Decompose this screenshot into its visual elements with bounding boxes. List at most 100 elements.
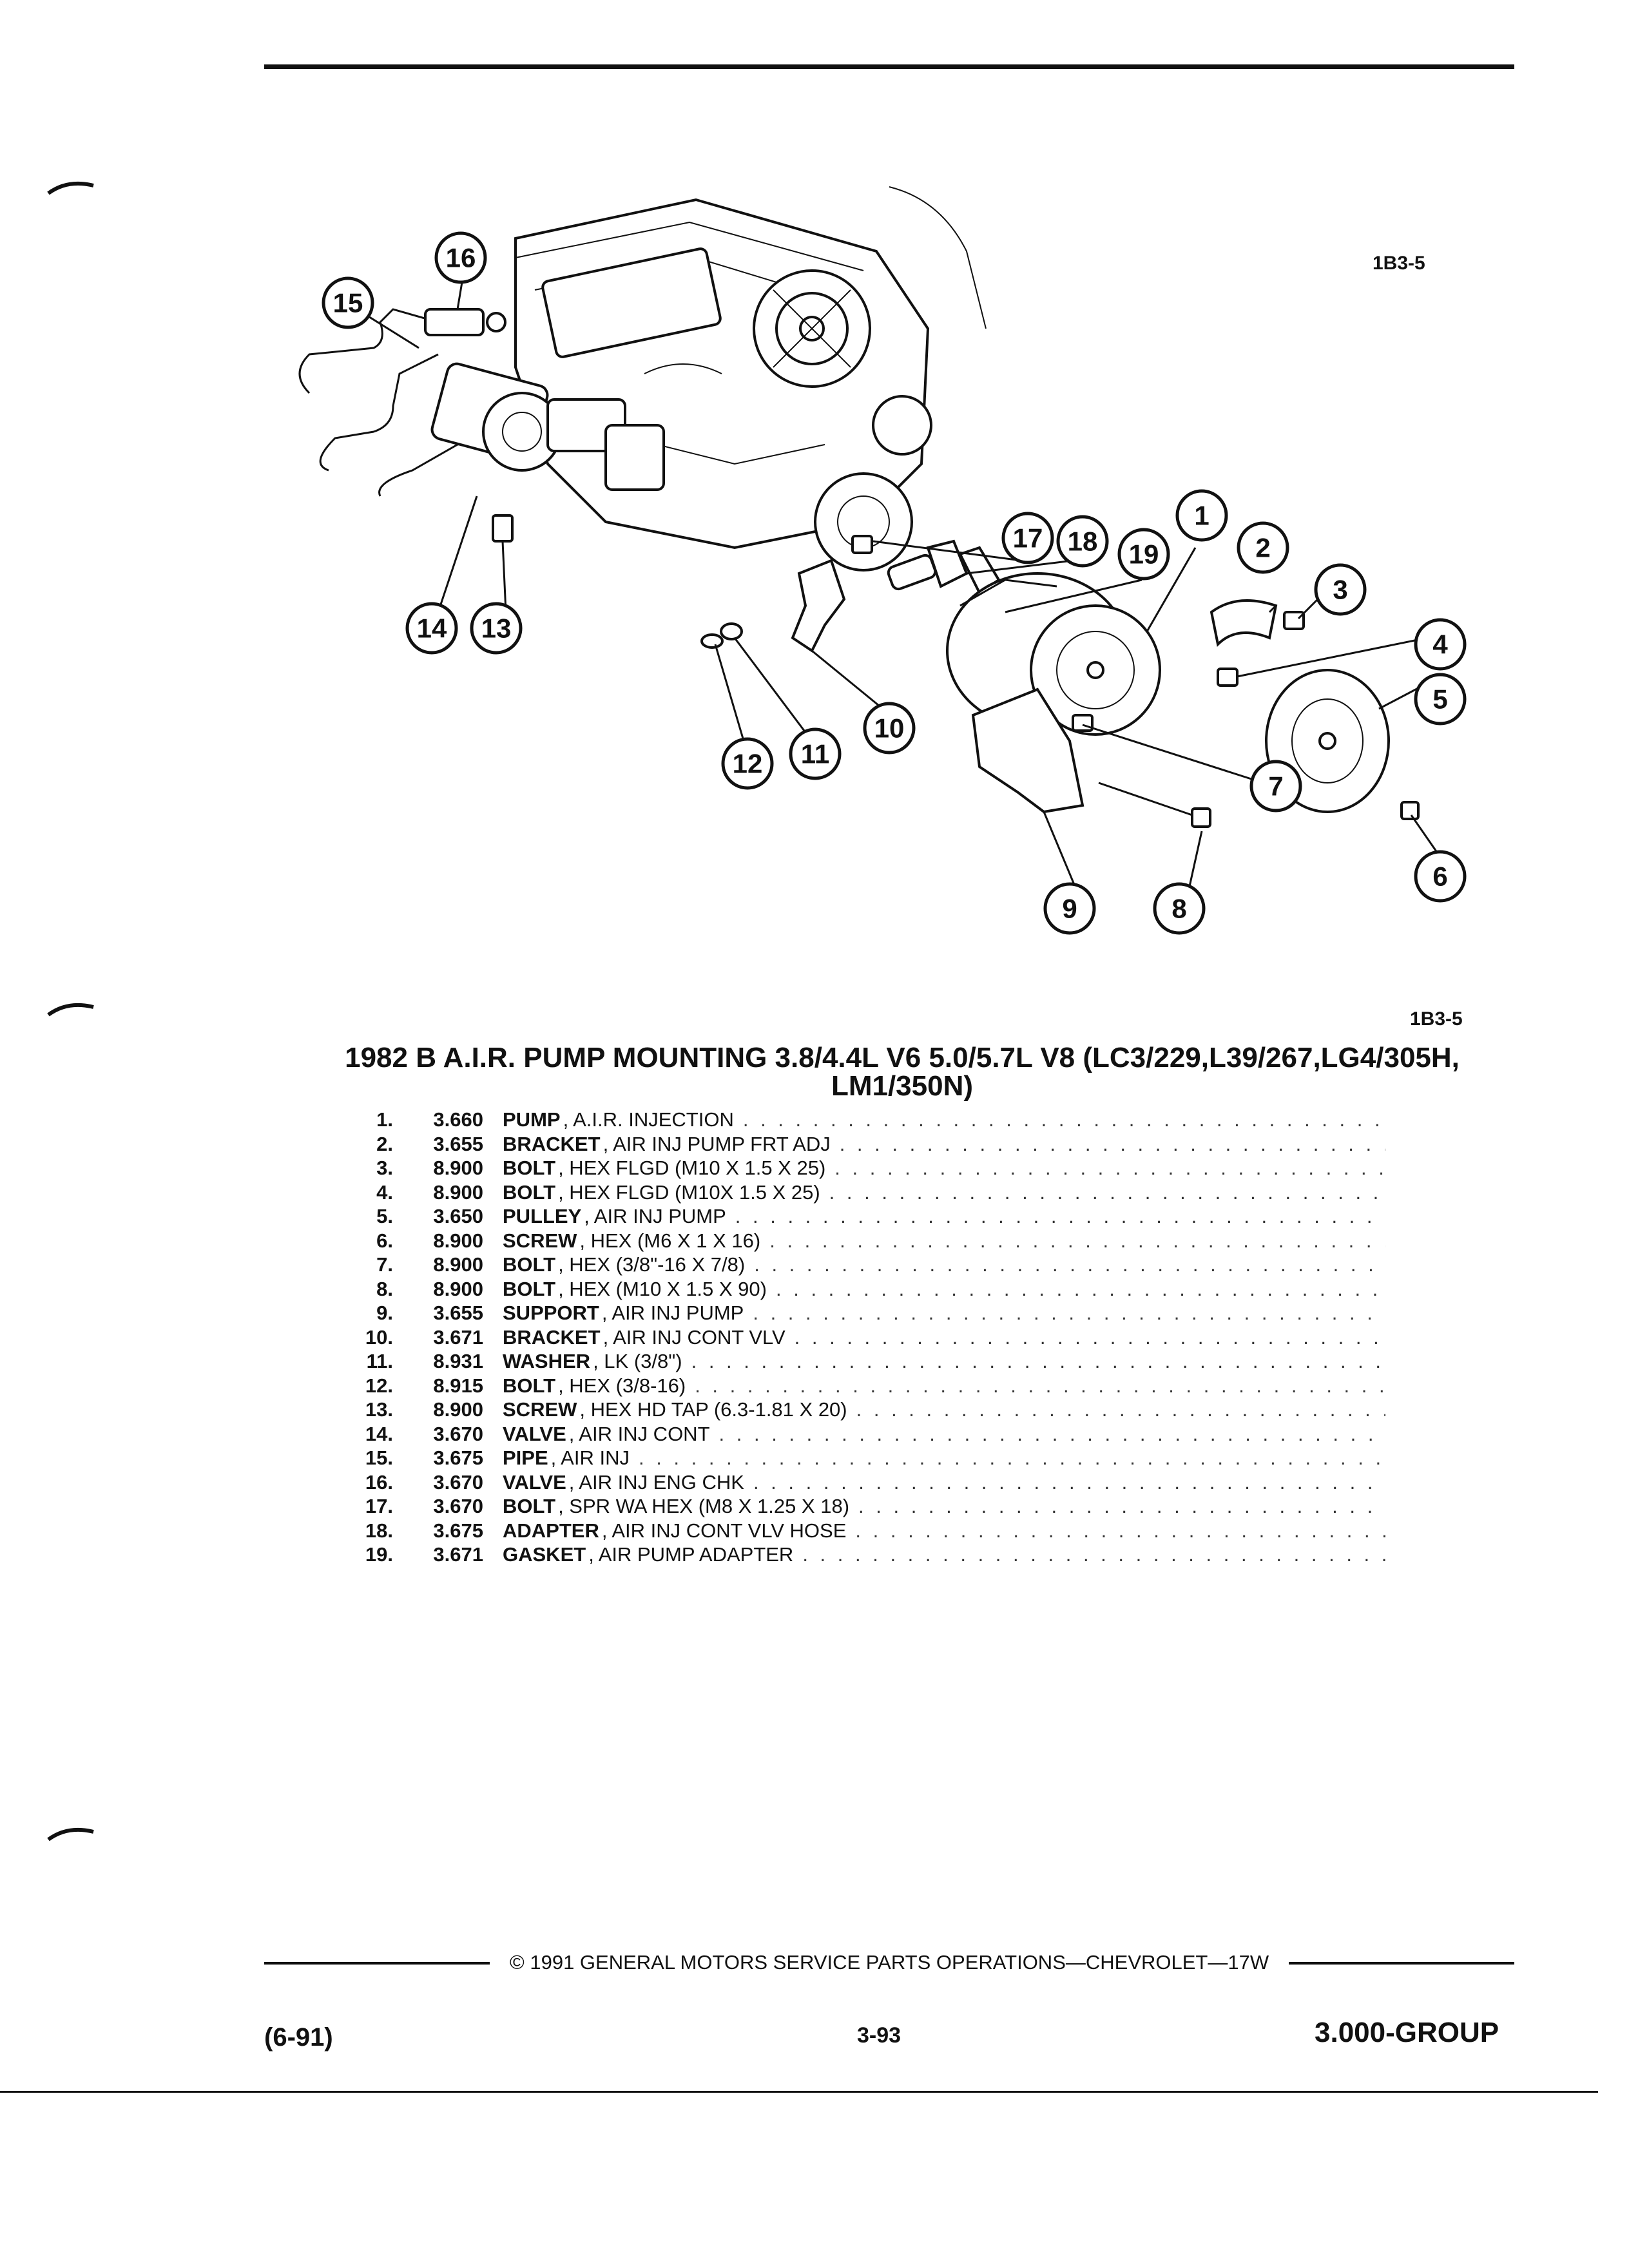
callout-6: 6 <box>1414 850 1467 903</box>
item-number: 18. <box>365 1519 393 1542</box>
bolt-17 <box>851 535 873 554</box>
part-name: BOLT <box>503 1253 556 1276</box>
dot-leader <box>855 1519 1385 1542</box>
group-label: 3.000-GROUP <box>1315 2017 1499 2048</box>
part-description: , HEX HD TAP (6.3-1.81 X 20) <box>579 1398 847 1421</box>
svg-text:1: 1 <box>1194 501 1209 531</box>
svg-text:14: 14 <box>417 613 447 644</box>
margin-mark-top <box>47 181 94 195</box>
dot-leader <box>719 1423 1385 1446</box>
callout-19: 19 <box>1117 528 1170 581</box>
exploded-parts-diagram: 16 15 14 13 17 18 19 1 2 3 4 5 6 7 8 9 1… <box>298 186 1467 935</box>
part-description: , AIR INJ CONT VLV HOSE <box>601 1519 847 1542</box>
check-valve-16 <box>424 308 506 336</box>
screw-13 <box>492 514 514 543</box>
footer-rule-left <box>264 1962 490 1965</box>
dot-leader <box>691 1350 1385 1373</box>
copyright-notice: © 1991 GENERAL MOTORS SERVICE PARTS OPER… <box>509 1951 1269 1974</box>
leader-lines <box>367 270 1441 890</box>
svg-text:10: 10 <box>874 713 905 744</box>
part-name: GASKET <box>503 1543 586 1566</box>
callout-14: 14 <box>405 602 458 655</box>
item-number: 1. <box>376 1108 393 1131</box>
dot-leader <box>776 1278 1385 1301</box>
part-description: , AIR INJ CONT VLV <box>602 1325 786 1349</box>
air-injection-pipe <box>298 308 503 497</box>
figure-code-top: 1B3-5 <box>1373 253 1425 274</box>
item-number: 17. <box>365 1495 393 1517</box>
svg-text:11: 11 <box>801 739 829 769</box>
callout-11: 11 <box>789 727 842 780</box>
footer-rule-right <box>1289 1962 1514 1965</box>
callout-4: 4 <box>1414 618 1467 671</box>
callout-8: 8 <box>1153 882 1206 935</box>
part-name: SCREW <box>503 1398 577 1421</box>
group-number: 8.915 <box>433 1374 483 1397</box>
item-number: 7. <box>376 1253 393 1276</box>
group-number: 3.671 <box>433 1543 483 1566</box>
dot-leader <box>834 1157 1385 1180</box>
header-rule <box>264 64 1514 69</box>
part-description: , A.I.R. INJECTION <box>563 1108 734 1131</box>
callout-9: 9 <box>1043 882 1096 935</box>
item-number: 12. <box>365 1374 393 1397</box>
item-number: 10. <box>365 1325 393 1349</box>
revision-date: (6-91) <box>264 2023 333 2052</box>
group-number: 8.900 <box>433 1253 483 1276</box>
group-number: 3.675 <box>433 1519 483 1542</box>
bolt-3 <box>1283 611 1305 630</box>
dot-leader <box>769 1229 1385 1253</box>
part-name: BOLT <box>503 1277 556 1300</box>
dot-leader <box>639 1446 1385 1470</box>
group-number: 3.670 <box>433 1422 483 1445</box>
item-number: 6. <box>376 1229 393 1252</box>
group-number: 3.655 <box>433 1302 483 1324</box>
part-description: , AIR INJ CONT <box>568 1422 710 1445</box>
parts-list-row: 18. 3.675 ADAPTER, AIR INJ CONT VLV HOSE <box>329 1519 1385 1544</box>
part-name: ADAPTER <box>503 1519 599 1542</box>
item-number: 9. <box>376 1302 393 1324</box>
item-number: 16. <box>365 1470 393 1494</box>
part-name: BOLT <box>503 1180 556 1204</box>
callout-16: 16 <box>434 231 487 284</box>
item-number: 14. <box>365 1422 393 1445</box>
dot-leader <box>754 1253 1385 1276</box>
svg-text:13: 13 <box>481 613 512 644</box>
bottom-rule <box>0 2091 1598 2093</box>
part-name: WASHER <box>503 1350 591 1372</box>
bracket-10 <box>791 559 846 653</box>
part-description: , HEX (M10 X 1.5 X 90) <box>558 1277 767 1300</box>
page-number: 3-93 <box>857 2023 901 2048</box>
item-number: 8. <box>376 1277 393 1300</box>
part-name: BRACKET <box>503 1132 601 1155</box>
part-description: , HEX (3/8-16) <box>558 1374 686 1397</box>
margin-mark-bottom <box>47 1827 94 1841</box>
margin-mark-middle <box>47 1003 94 1017</box>
callout-15: 15 <box>322 276 374 329</box>
svg-text:15: 15 <box>333 288 363 318</box>
part-name: PIPE <box>503 1446 548 1469</box>
dot-leader <box>753 1471 1385 1494</box>
svg-text:4: 4 <box>1432 629 1448 660</box>
group-number: 8.900 <box>433 1180 483 1204</box>
item-number: 5. <box>376 1205 393 1227</box>
svg-text:19: 19 <box>1129 539 1159 570</box>
dot-leader <box>743 1108 1385 1131</box>
svg-text:16: 16 <box>446 243 476 273</box>
svg-text:7: 7 <box>1268 771 1283 802</box>
bolt-12 <box>700 633 724 649</box>
part-description: , AIR INJ <box>550 1446 630 1469</box>
svg-text:3: 3 <box>1333 575 1347 605</box>
group-number: 8.931 <box>433 1350 483 1372</box>
group-number: 3.655 <box>433 1132 483 1155</box>
part-description: , AIR INJ PUMP FRT ADJ <box>602 1132 831 1155</box>
